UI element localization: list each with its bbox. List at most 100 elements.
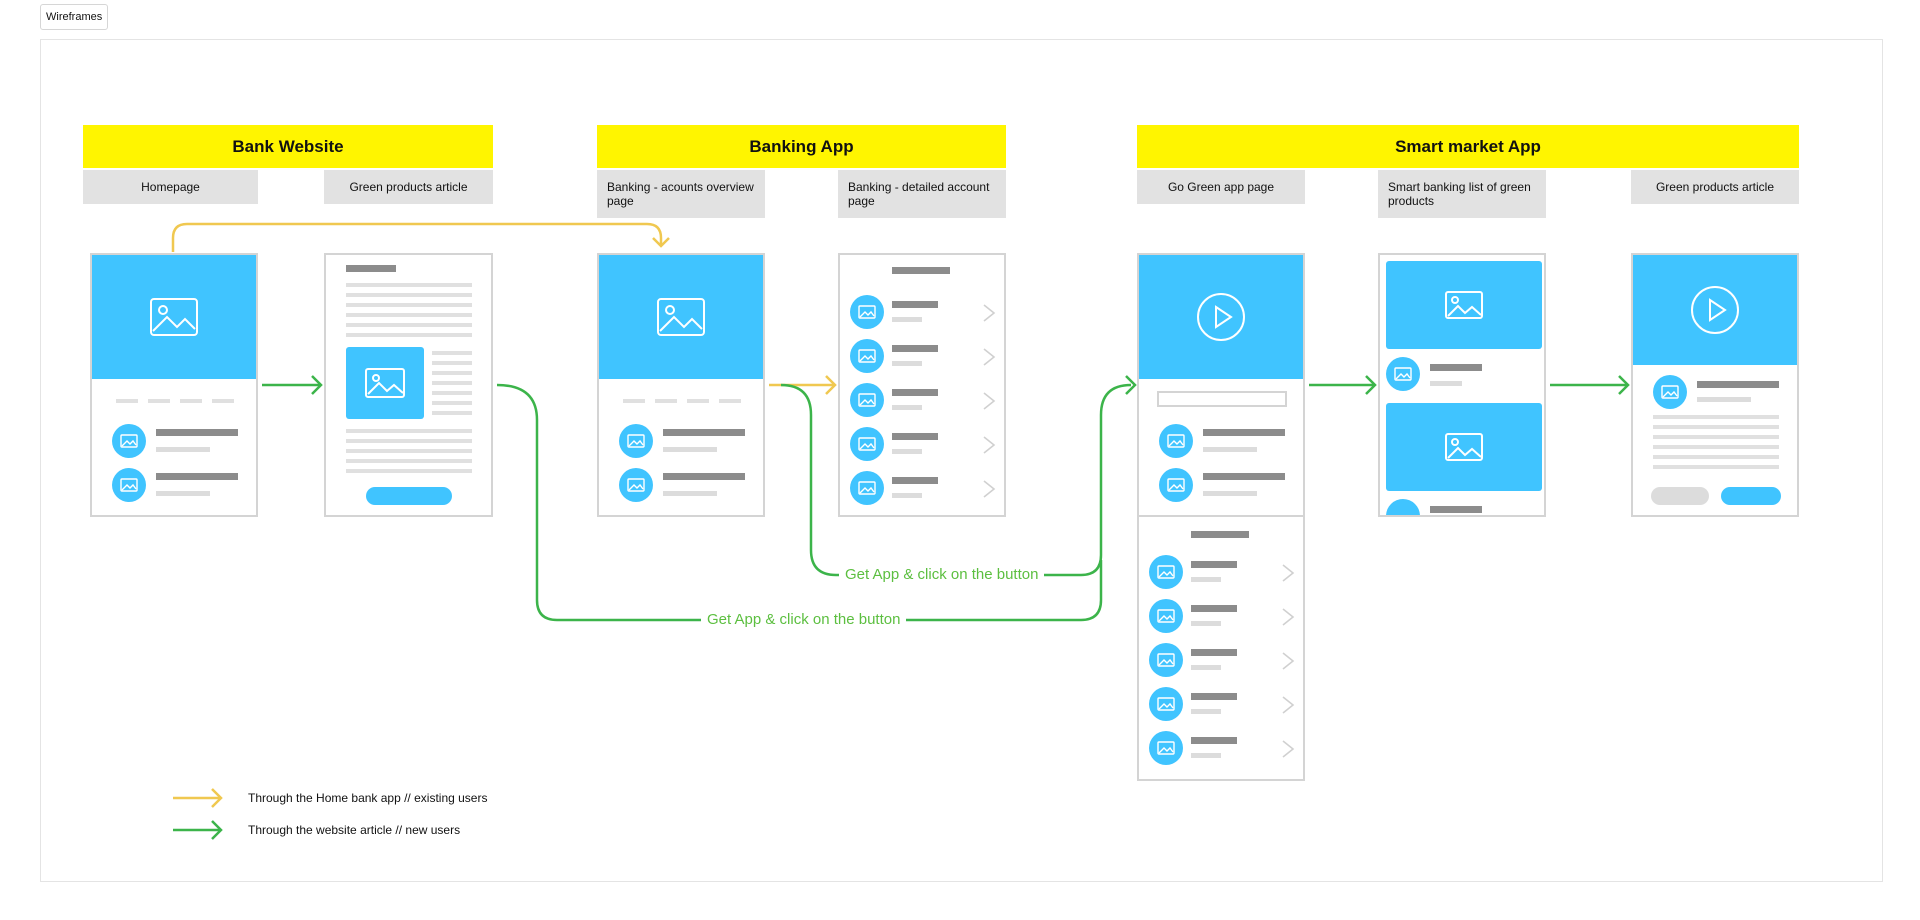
list-item-avatar [1149,731,1183,765]
text-line [346,283,472,287]
text-line [1653,465,1779,469]
text-line [346,449,472,453]
chevron-right-icon [983,436,996,454]
image-icon [1157,609,1175,623]
list-sub-bar [663,491,717,496]
text-line [1653,435,1779,439]
search-field-placeholder [1157,391,1287,407]
list-sub-bar [892,405,922,410]
list-title-bar [1191,693,1237,700]
list-chevron [982,391,996,411]
list-title-bar [663,429,745,436]
text-line [346,303,472,307]
image-icon [657,298,705,336]
chevron-right-icon [983,480,996,498]
text-line [1653,415,1779,419]
list-sub-bar [1191,577,1221,582]
wireframe-green-products-article-2 [1631,253,1799,517]
nav-dot [655,399,677,403]
list-item-avatar [850,339,884,373]
list-chevron [982,479,996,499]
arrow-head-green [1618,375,1630,395]
article-title-bar [346,265,396,272]
image-icon [1167,478,1185,492]
list-chevron [1281,695,1295,715]
list-item-avatar [850,295,884,329]
text-line [432,401,472,405]
list-sub-bar [892,317,922,322]
text-line [432,381,472,385]
list-item-avatar [1159,424,1193,458]
image-icon [1445,433,1483,461]
list-title-bar [663,473,745,480]
list-item-avatar [1149,643,1183,677]
chevron-right-icon [1282,740,1295,758]
text-line [346,459,472,463]
hero-image [92,255,256,379]
play-icon [1691,286,1739,334]
list-sub-bar [663,447,717,452]
image-icon [1157,653,1175,667]
product-card-image [1386,261,1542,349]
list-title-bar [1191,605,1237,612]
list-chevron [1281,651,1295,671]
list-chevron [982,347,996,367]
image-icon [627,434,645,448]
arrow-head-green [1365,375,1377,395]
list-sub-bar [1203,447,1257,452]
list-item-avatar [619,468,653,502]
list-title-bar [1430,506,1482,513]
chevron-right-icon [983,348,996,366]
flow-green-lower-loop [496,383,1103,622]
list-title-bar [1191,561,1237,568]
list-title-bar [1191,737,1237,744]
list-chevron [982,435,996,455]
text-line [346,333,472,337]
screen-label-smart-banking-list: Smart banking list of green products [1378,170,1546,218]
text-line [346,439,472,443]
article-title-bar [1697,381,1779,388]
wireframe-green-products-article [324,253,493,517]
list-title-bar [156,429,238,436]
hero-video [1139,255,1303,379]
wireframe-accounts-overview [597,253,765,517]
list-sub-bar [892,493,922,498]
list-item-avatar [850,471,884,505]
wireframe-board: Bank Website Banking App Smart market Ap… [40,39,1883,882]
list-chevron [1281,739,1295,759]
nav-dot [719,399,741,403]
text-line [432,411,472,415]
list-sub-bar [1191,753,1221,758]
image-icon [858,349,876,363]
nav-dot [116,399,138,403]
arrow-head-yellow [211,788,223,808]
list-title-bar [892,301,938,308]
list-sub-bar [156,491,210,496]
frame-tab[interactable]: Wireframes [40,4,109,30]
nav-dot [180,399,202,403]
list-sub-bar [156,447,210,452]
screen-label-detailed-account: Banking - detailed account page [838,170,1006,218]
list-sub-bar [1191,665,1221,670]
flow-yellow-top [171,222,663,252]
secondary-button-placeholder [1651,487,1709,505]
nav-dot [623,399,645,403]
text-line [1653,445,1779,449]
list-item-avatar [112,424,146,458]
arrow-head-green [1125,375,1137,395]
list-item-avatar [619,424,653,458]
screen-label-homepage: Homepage [83,170,258,204]
list-sub-bar [892,449,922,454]
list-item-avatar [112,468,146,502]
nav-dot [687,399,709,403]
chevron-right-icon [983,392,996,410]
wireframe-go-green-bottom [1137,517,1305,781]
nav-dot [148,399,170,403]
chevron-right-icon [1282,564,1295,582]
chevron-right-icon [1282,696,1295,714]
legend-yellow-text: Through the Home bank app // existing us… [248,791,488,805]
text-line [432,361,472,365]
list-title-bar [156,473,238,480]
text-line [432,371,472,375]
list-title-bar [1191,649,1237,656]
